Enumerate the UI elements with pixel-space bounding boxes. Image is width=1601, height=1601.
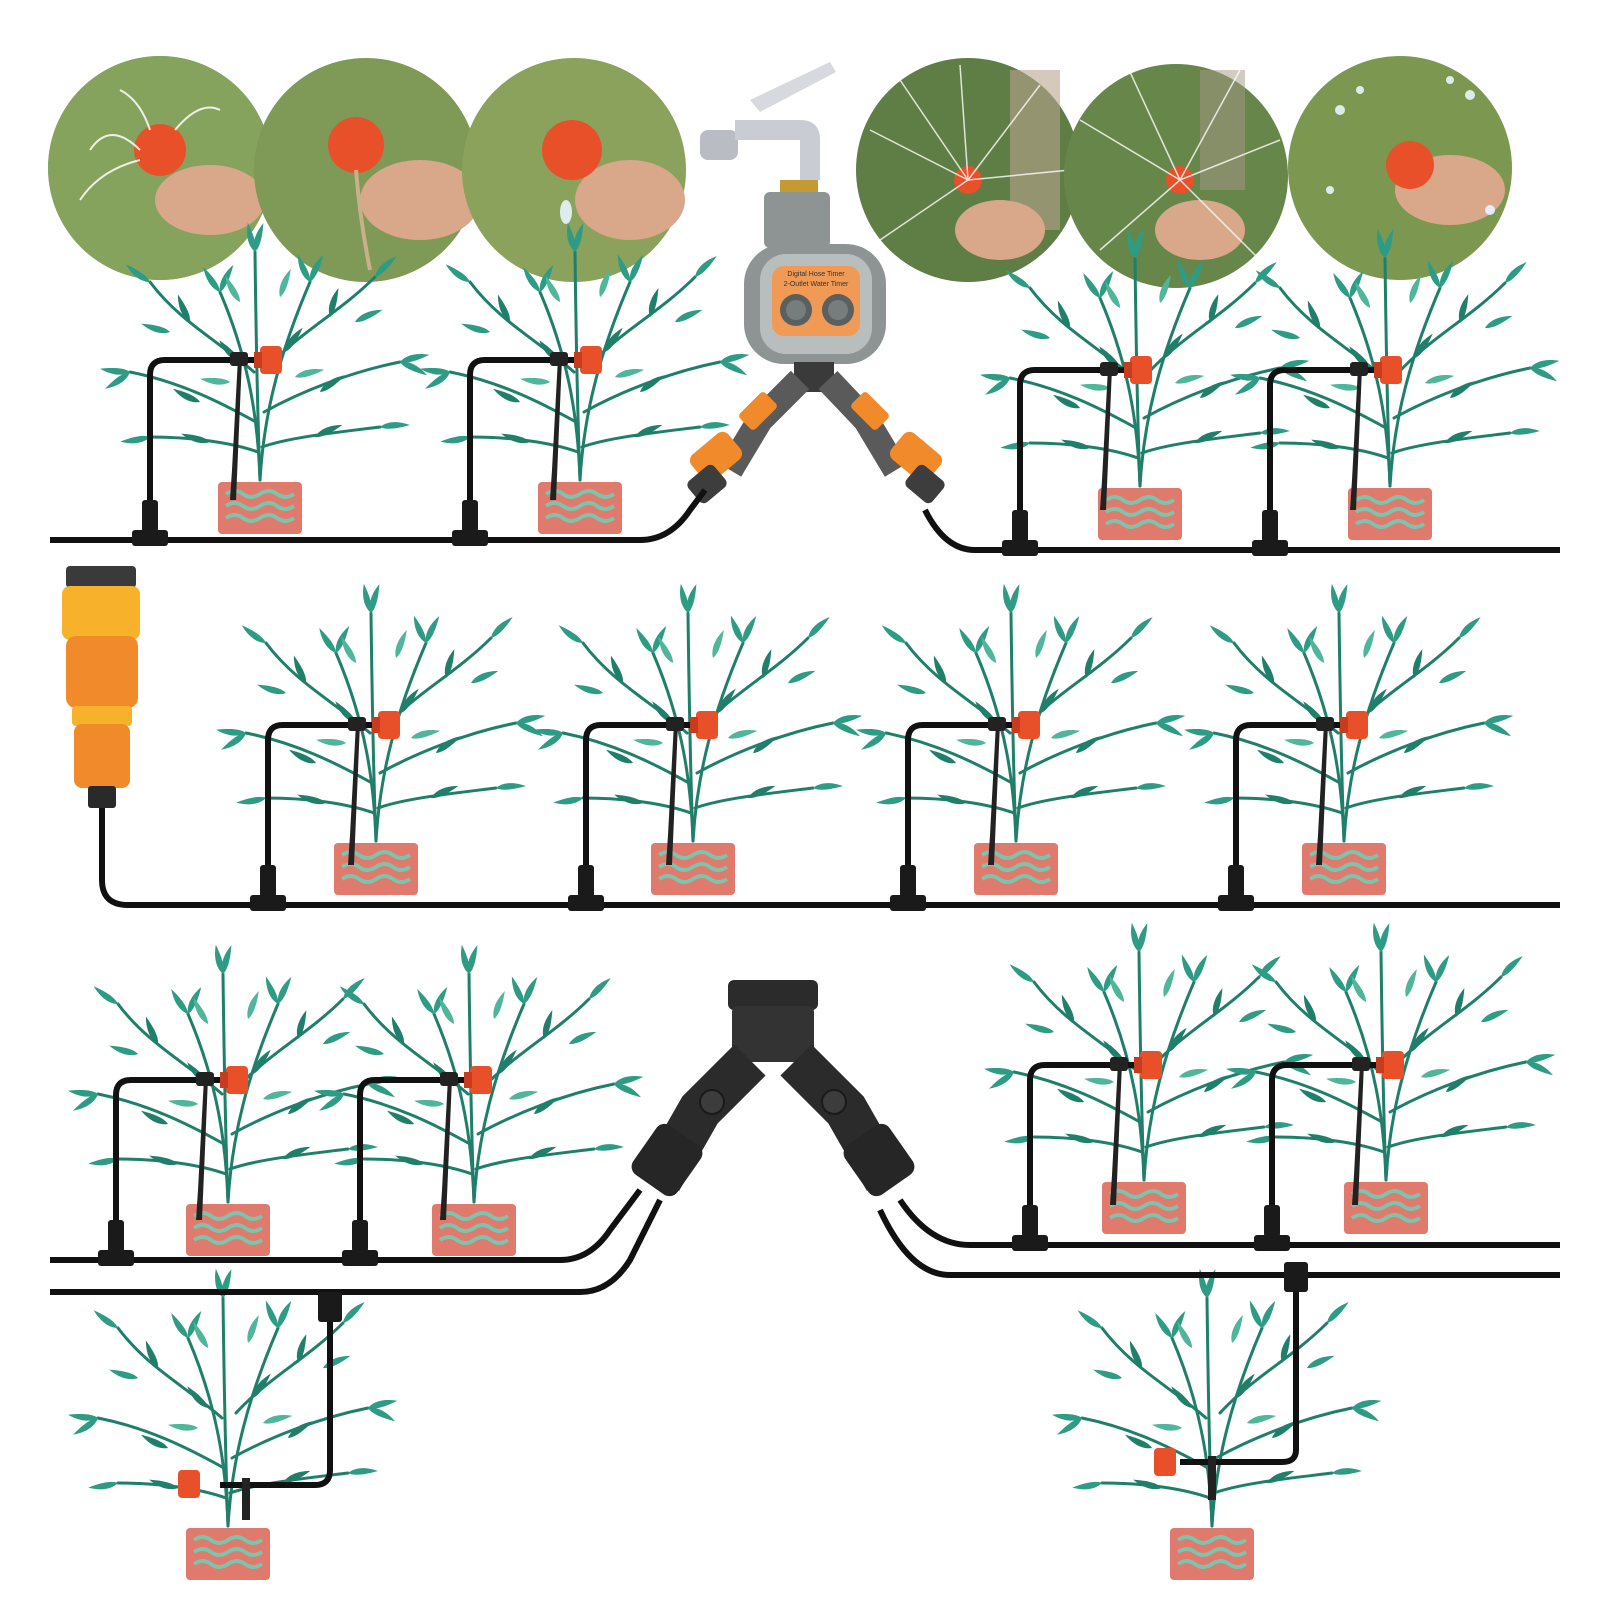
row-3 [50,922,1560,1580]
plant-pot [1052,1268,1382,1580]
plant-pot [314,944,644,1256]
dripper-icon [1154,1262,1308,1500]
spray-photo-5 [1064,64,1288,288]
row-1 [50,222,1560,556]
dripper-icon [178,1292,342,1520]
water-timer-icon: Digital Hose Timer 2-Outlet Water Timer [744,192,886,364]
main-tube [922,508,1560,553]
plant-pot [533,583,863,895]
spray-photo-4 [856,58,1080,282]
row-2 [99,583,1560,911]
y-splitter-icon [687,362,945,504]
main-tube [99,808,1560,908]
faucet-icon [700,62,836,194]
spray-photo-6 [1288,56,1512,280]
spray-photo-1 [48,56,272,280]
hose-adapter-icon [62,566,140,808]
spray-pattern-photos [48,56,1512,288]
main-tube [897,1198,1560,1248]
spray-photo-3 [462,58,686,282]
timer-model-text: 2-Outlet Water Timer [784,281,849,288]
timer-brand-text: Digital Hose Timer [787,271,845,278]
main-tube [50,1188,643,1263]
main-tube [50,1198,663,1295]
plant-pot [68,1268,398,1580]
main-tube [877,1208,1560,1278]
spray-photo-2 [254,58,480,282]
main-tube [50,488,708,543]
y-splitter-valve-icon [631,980,915,1197]
